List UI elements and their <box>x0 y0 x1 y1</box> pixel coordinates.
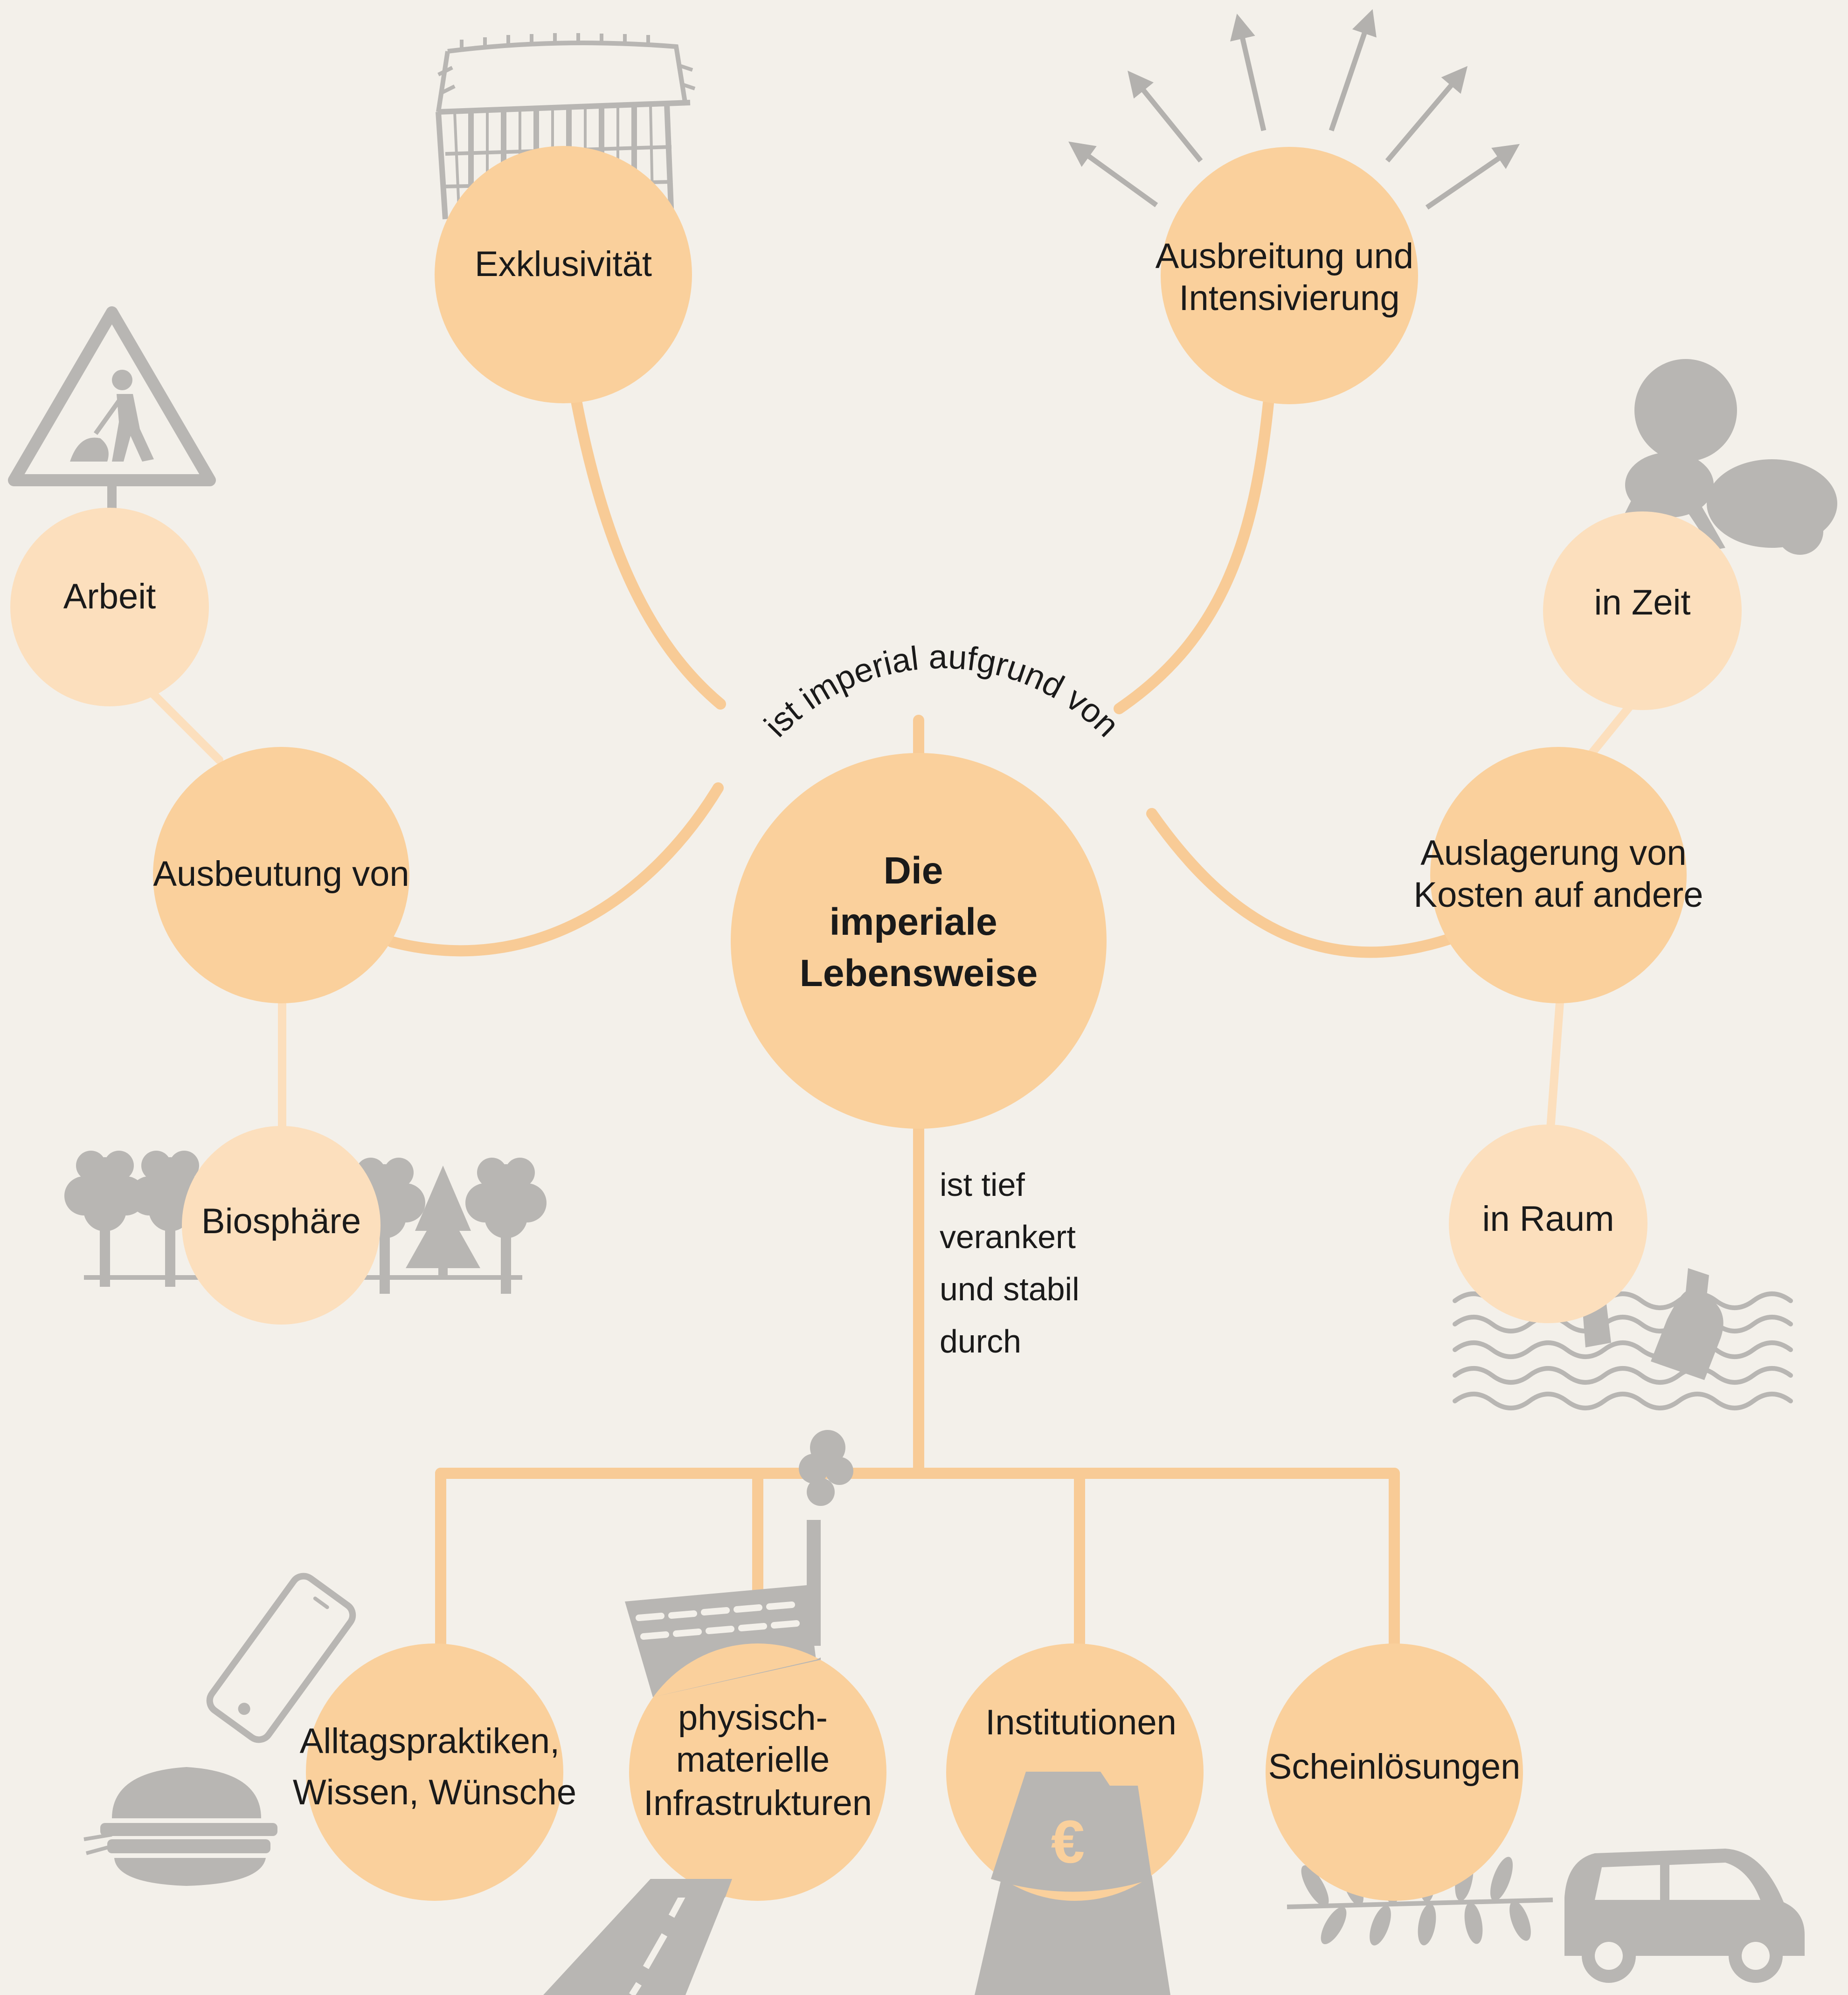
smartphone-icon <box>206 1573 356 1743</box>
node-infrastruktur: physisch- materielle Infrastrukturen <box>629 1643 886 1901</box>
secondary-connectors <box>150 690 1634 1132</box>
worker-warning-sign-icon <box>8 306 216 513</box>
center-node: Die imperiale Lebensweise <box>731 753 1107 1129</box>
connector-arbeit <box>150 690 223 764</box>
connector-auslagerung <box>1146 808 1460 958</box>
node-auslagerung: Auslagerung von Kosten auf andere <box>1413 747 1703 1003</box>
node-alltag: Alltagspraktiken, Wissen, Wünsche <box>293 1643 576 1901</box>
node-infrastruktur-label: physisch- materielle Infrastrukturen <box>644 1698 872 1823</box>
node-biosphaere-label: Biosphäre <box>201 1201 361 1241</box>
node-ausbeutung-label: Ausbeutung von <box>153 854 409 894</box>
center-title: Die imperiale Lebensweise <box>800 849 1038 994</box>
node-exklusivitaet-label: Exklusivität <box>475 244 652 284</box>
node-schein-label: Scheinlösungen <box>1268 1747 1521 1787</box>
node-ausbeutung: Ausbeutung von <box>153 747 409 1003</box>
node-exklusivitaet: Exklusivität <box>435 146 692 403</box>
connectors <box>386 393 1460 1651</box>
connector-ausbreitung <box>1114 398 1274 714</box>
node-alltag-label: Alltagspraktiken, Wissen, Wünsche <box>293 1721 576 1812</box>
node-schein: Scheinlösungen <box>1266 1643 1523 1901</box>
car-icon <box>1564 1849 1805 1983</box>
stem-label: ist tief verankert und stabil durch <box>940 1167 1088 1360</box>
connector-zeit <box>1586 702 1634 759</box>
connector-exklusivitaet <box>570 393 726 710</box>
node-institutionen-label: Institutionen <box>985 1703 1177 1742</box>
node-zeit-label: in Zeit <box>1594 583 1691 622</box>
node-raum: in Raum <box>1449 1125 1647 1323</box>
connector-ausbeutung <box>386 782 724 957</box>
node-raum-label: in Raum <box>1482 1199 1614 1239</box>
euro-symbol: € <box>1051 1808 1085 1876</box>
node-biosphaere: Biosphäre <box>182 1126 381 1325</box>
arc-label: ist imperial aufgrund von <box>757 638 1126 744</box>
road-overlap <box>634 1879 732 1898</box>
node-auslagerung-label: Auslagerung von Kosten auf andere <box>1413 833 1703 915</box>
node-ausbreitung-label: Ausbreitung und Intensivierung <box>1156 236 1424 318</box>
node-institutionen: € Institutionen <box>946 1643 1204 1901</box>
node-arbeit-label: Arbeit <box>63 577 156 616</box>
node-zeit: in Zeit <box>1543 511 1742 710</box>
arrows-icon <box>1068 9 1520 210</box>
node-ausbreitung: Ausbreitung und Intensivierung <box>1156 147 1424 404</box>
connector-raum <box>1546 998 1564 1132</box>
node-arbeit: Arbeit <box>10 508 209 706</box>
burger-icon <box>83 1767 277 1886</box>
